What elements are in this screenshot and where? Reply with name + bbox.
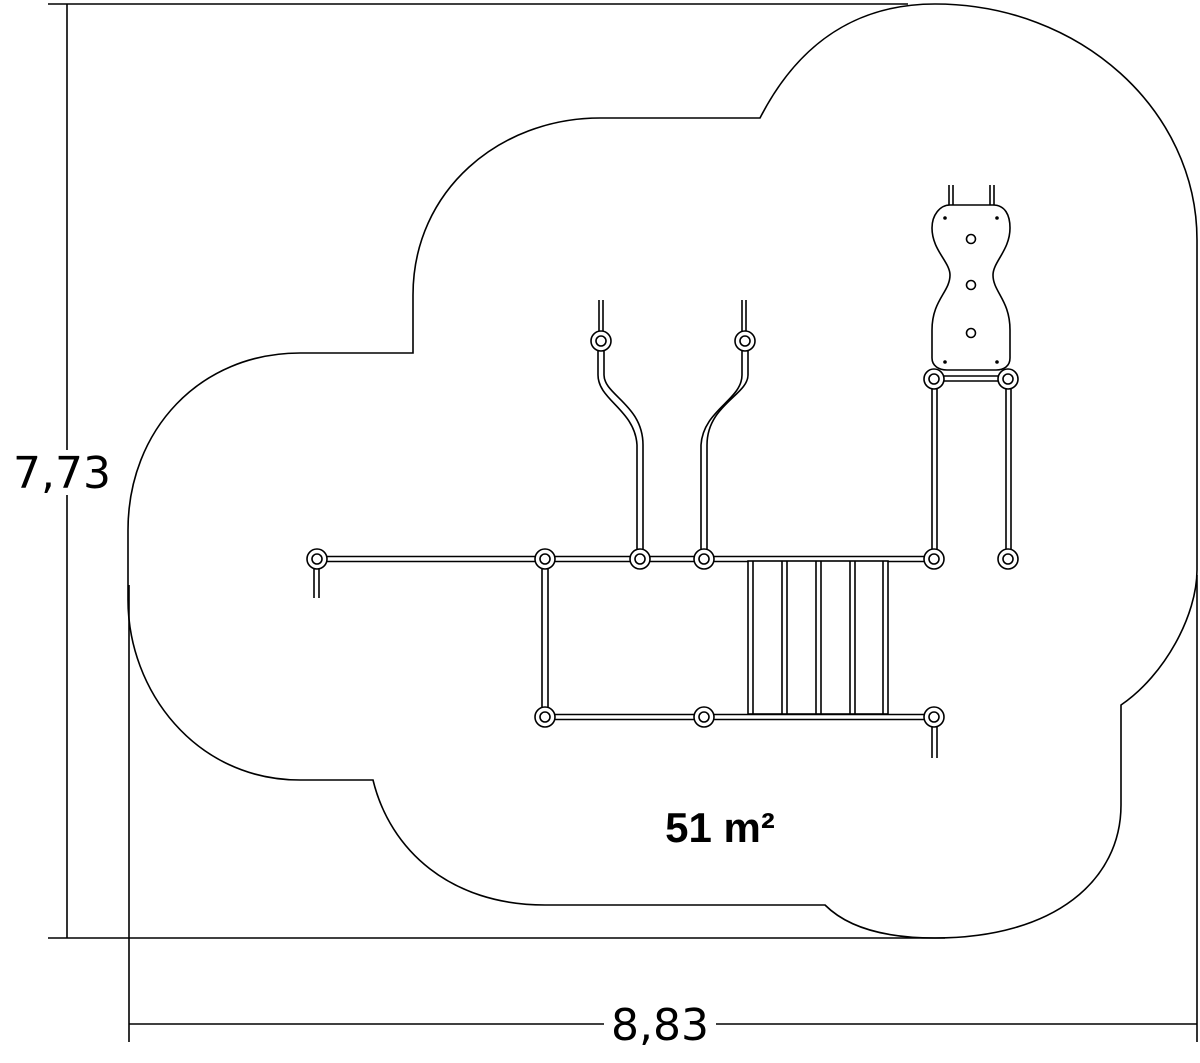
joint <box>534 548 556 570</box>
area-label: 51 m² <box>665 804 775 851</box>
curved-arm-right-outer <box>706 345 749 556</box>
joint <box>734 330 756 352</box>
joint-core <box>1002 373 1014 385</box>
joint-core <box>698 553 710 565</box>
curved-arm-left-outer <box>597 345 638 556</box>
joint <box>629 548 651 570</box>
panel-bolt-1 <box>943 216 947 220</box>
joint-core <box>928 553 940 565</box>
joint <box>693 706 715 728</box>
joint <box>534 706 556 728</box>
curved-arm-left-inner <box>603 345 644 556</box>
joint-core <box>595 335 607 347</box>
joint <box>923 548 945 570</box>
joint-core <box>634 553 646 565</box>
joint <box>306 548 328 570</box>
panel-bolt-4 <box>995 360 999 364</box>
panel-hole-2 <box>965 279 977 291</box>
joint-core <box>539 553 551 565</box>
panel-bolt-2 <box>995 216 999 220</box>
joint-core <box>1002 553 1014 565</box>
panel-hole-1 <box>965 233 977 245</box>
panel-shape <box>931 204 1011 371</box>
joint <box>590 330 612 352</box>
joint-core <box>928 373 940 385</box>
pipe-joints <box>306 330 1019 728</box>
joint <box>997 548 1019 570</box>
joint <box>923 706 945 728</box>
width-dimension-label: 8,83 <box>611 1000 709 1051</box>
ladder <box>747 560 889 715</box>
joint <box>693 548 715 570</box>
safety-zone-outline <box>127 3 1198 939</box>
height-dimension-label: 7,73 <box>13 448 111 499</box>
joint <box>997 368 1019 390</box>
joint-core <box>928 711 940 723</box>
ladder-frame <box>747 560 889 715</box>
joint-core <box>311 553 323 565</box>
panel-hole-3 <box>965 327 977 339</box>
panel-bolt-3 <box>943 360 947 364</box>
width-dimension: 8,83 <box>128 575 1198 1051</box>
joint <box>923 368 945 390</box>
joint-core <box>698 711 710 723</box>
curved-arm-right-inner <box>700 345 743 556</box>
joint-core <box>739 335 751 347</box>
height-dimension: 7,73 <box>13 3 945 939</box>
climbing-frame <box>306 185 1019 758</box>
climbing-panel <box>931 185 1011 371</box>
joint-core <box>539 711 551 723</box>
